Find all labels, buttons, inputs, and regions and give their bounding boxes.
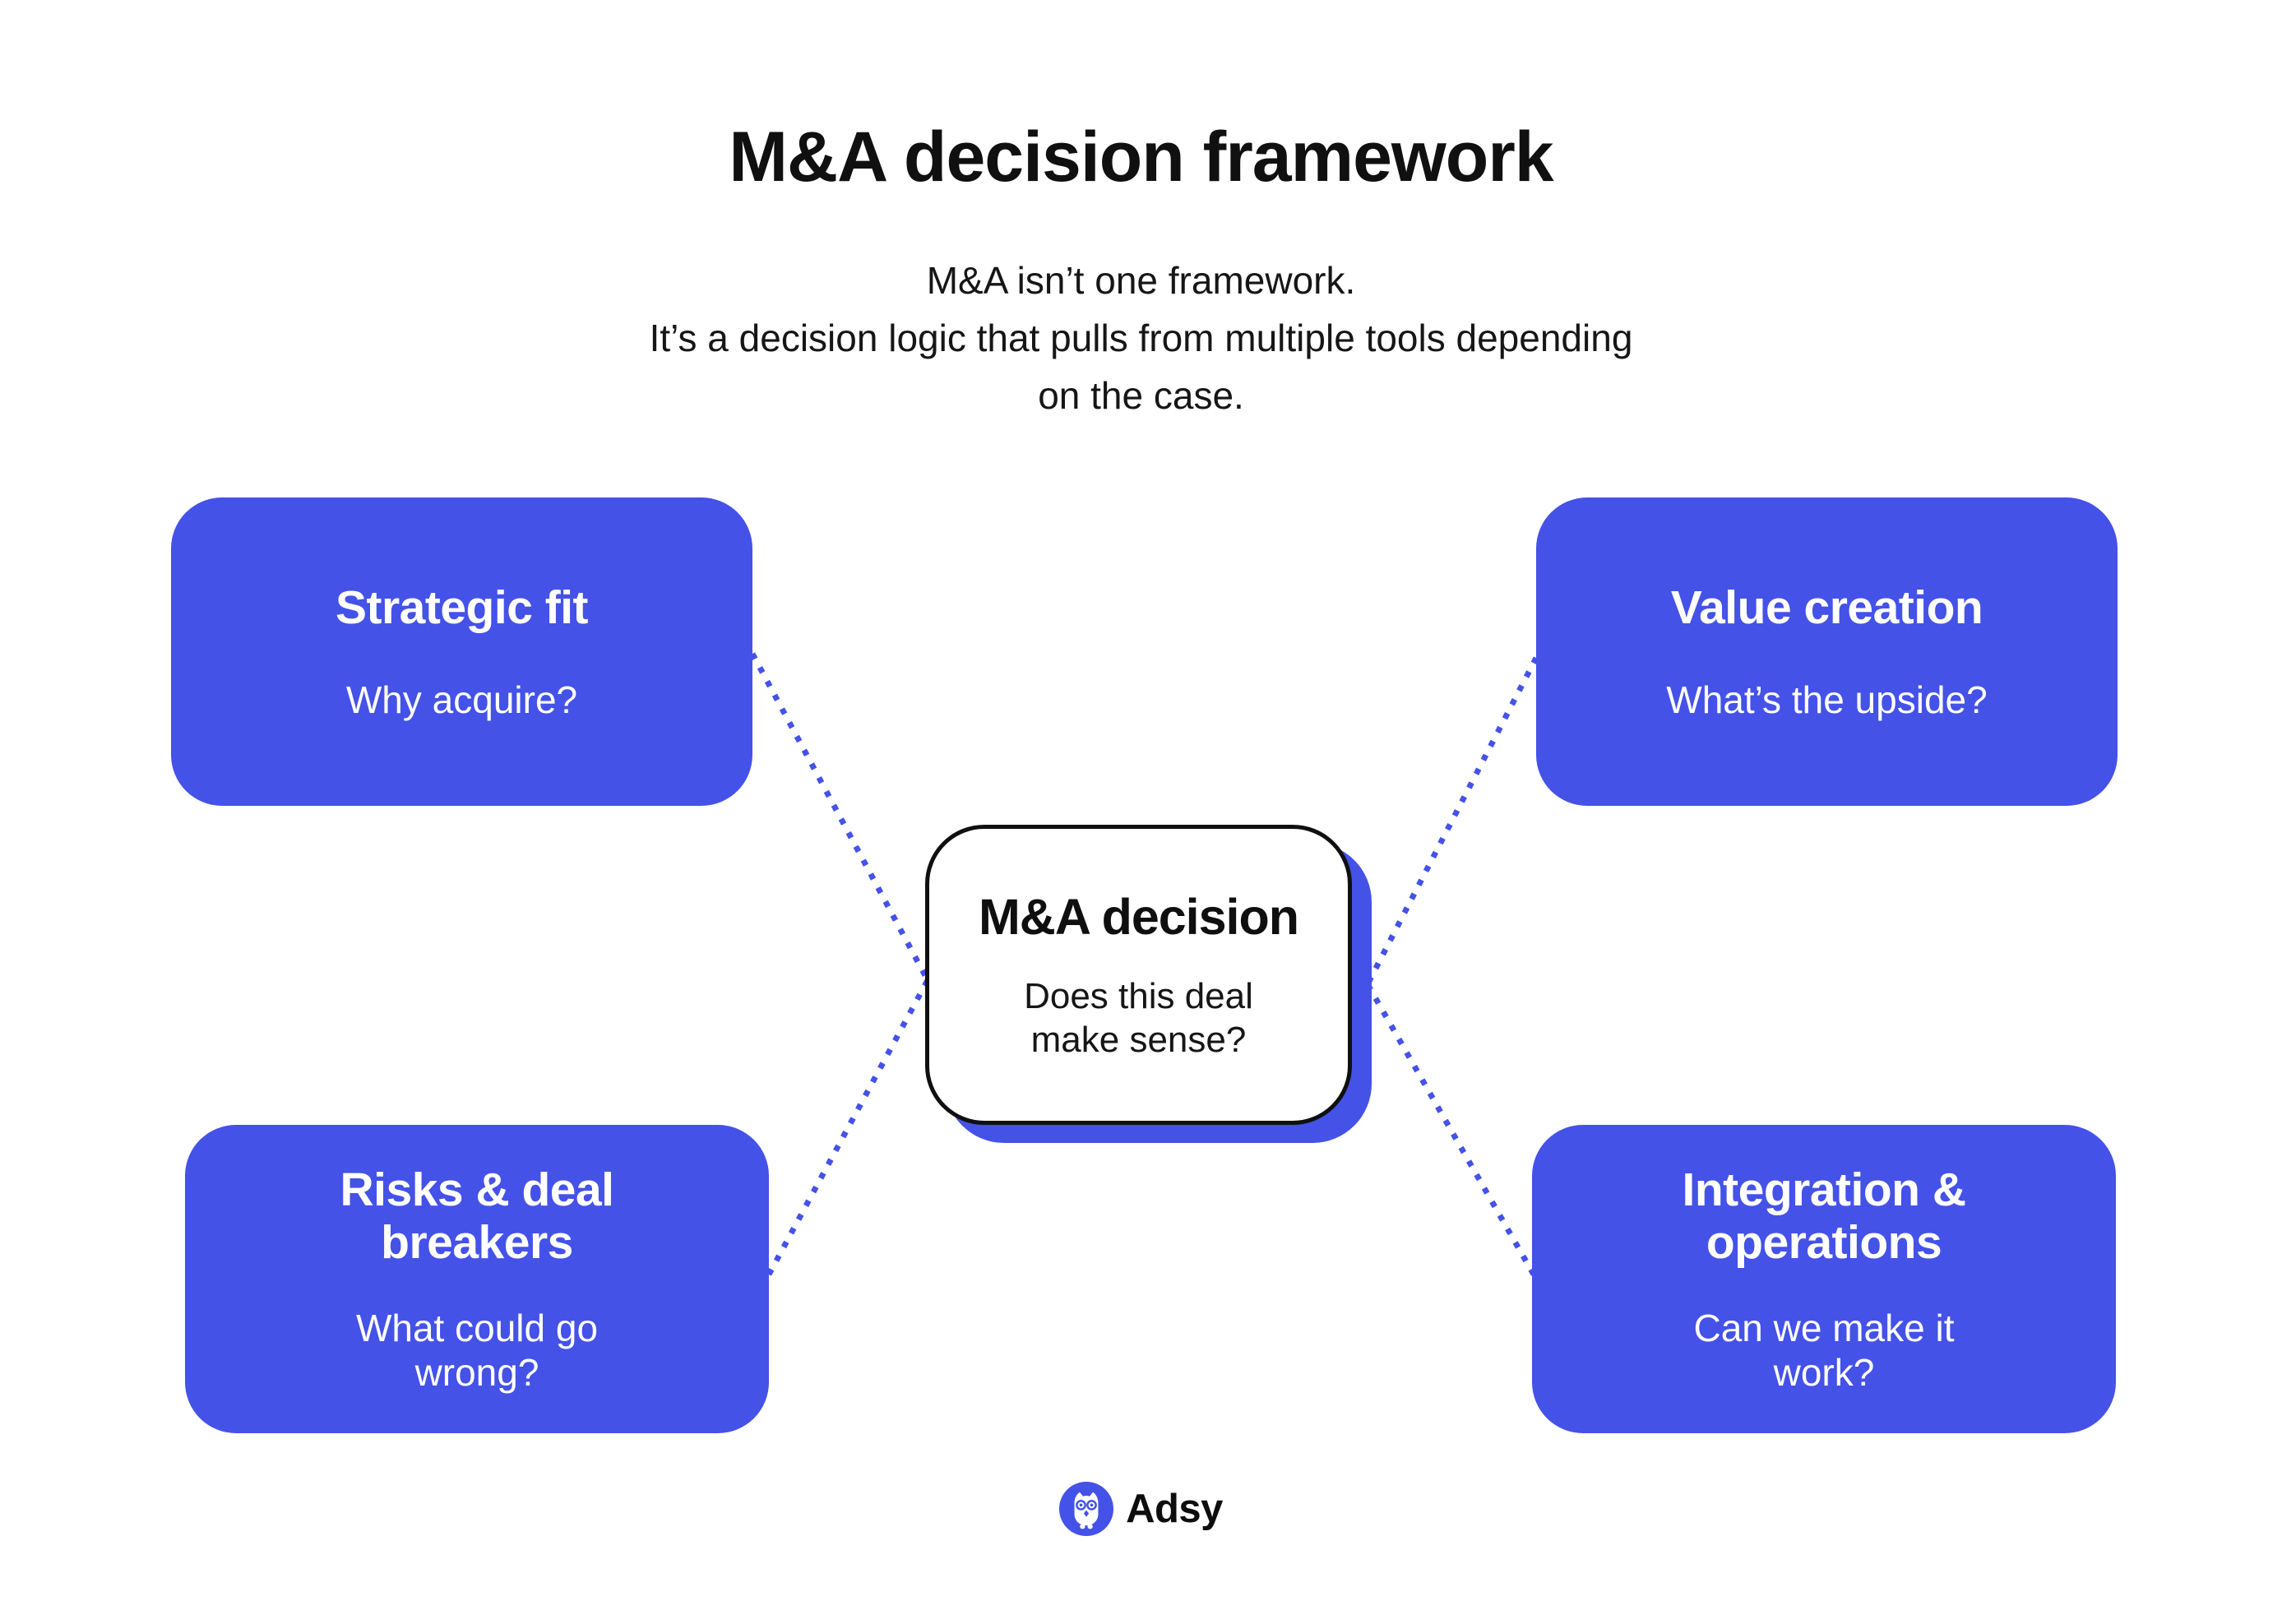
node-integration-operations-subtitle: Can we make it work?	[1693, 1306, 1955, 1394]
node-risks-deal-breakers-subtitle: What could go wrong?	[355, 1306, 599, 1394]
page-title: M&A decision framework	[729, 118, 1553, 197]
brand-name: Adsy	[1126, 1487, 1223, 1531]
node-value-creation-title: Value creation	[1670, 581, 1983, 635]
owl-icon	[1059, 1482, 1114, 1536]
connector-value-creation	[1364, 656, 1539, 986]
node-strategic-fit: Strategic fit Why acquire?	[171, 497, 752, 806]
node-ma-decision-subtitle: Does this deal make sense?	[1024, 975, 1253, 1060]
page-subtitle: M&A isn’t one framework. It’s a decision…	[649, 259, 1633, 417]
node-ma-decision-title: M&A decision	[978, 888, 1299, 945]
brand-footer: Adsy	[0, 1482, 2282, 1536]
node-risks-deal-breakers-title: Risks & deal breakers	[340, 1163, 615, 1270]
connector-integration-operations	[1364, 983, 1537, 1276]
connector-strategic-fit	[749, 652, 931, 982]
node-ma-decision: M&A decision Does this deal make sense?	[925, 825, 1352, 1125]
node-value-creation: Value creation What’s the upside?	[1536, 497, 2118, 806]
node-strategic-fit-subtitle: Why acquire?	[345, 678, 578, 721]
node-risks-deal-breakers: Risks & deal breakers What could go wron…	[185, 1125, 769, 1433]
node-integration-operations-title: Integration & operations	[1682, 1163, 1967, 1270]
connector-risks-deal-breakers	[766, 979, 931, 1276]
node-integration-operations: Integration & operations Can we make it …	[1532, 1125, 2116, 1433]
node-strategic-fit-title: Strategic fit	[335, 581, 589, 635]
node-value-creation-subtitle: What’s the upside?	[1666, 678, 1988, 721]
